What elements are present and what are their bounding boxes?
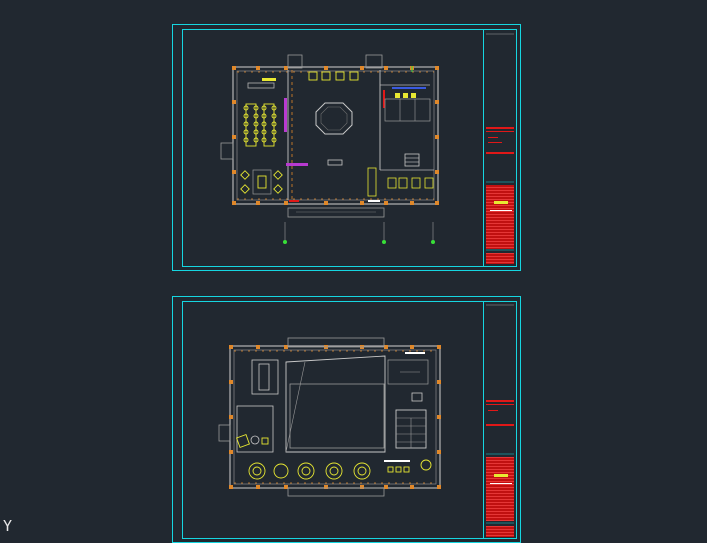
structural-columns <box>232 66 439 205</box>
meeting-table <box>236 359 279 453</box>
lounge-seating <box>240 170 283 194</box>
conference-seating <box>243 103 277 147</box>
sheet-1-inner-border <box>182 29 517 267</box>
restroom-fixtures <box>384 93 431 122</box>
sheet-2[interactable] <box>172 296 521 543</box>
sheet-1[interactable] <box>172 24 521 271</box>
floor-plan-2[interactable] <box>218 337 441 497</box>
sheet-1-outer-border <box>172 24 521 271</box>
sheet-2-inner-border <box>182 301 517 539</box>
floor-plan-1[interactable] <box>220 54 439 244</box>
display-cases <box>308 71 359 81</box>
ucs-y-axis-label: Y <box>3 517 13 535</box>
workstations <box>367 167 434 197</box>
partition-magenta <box>284 98 287 132</box>
central-octagon-feature <box>315 102 353 135</box>
sheet-1-title-block <box>486 33 514 264</box>
dining-tables <box>248 462 371 480</box>
sheet-2-outer-border <box>172 296 521 543</box>
sheet-2-title-block <box>486 304 514 537</box>
atrium-void <box>285 355 386 453</box>
exterior-wall-inner <box>233 349 437 485</box>
grid-markers <box>283 222 435 244</box>
exterior-wall-inner <box>236 70 435 201</box>
